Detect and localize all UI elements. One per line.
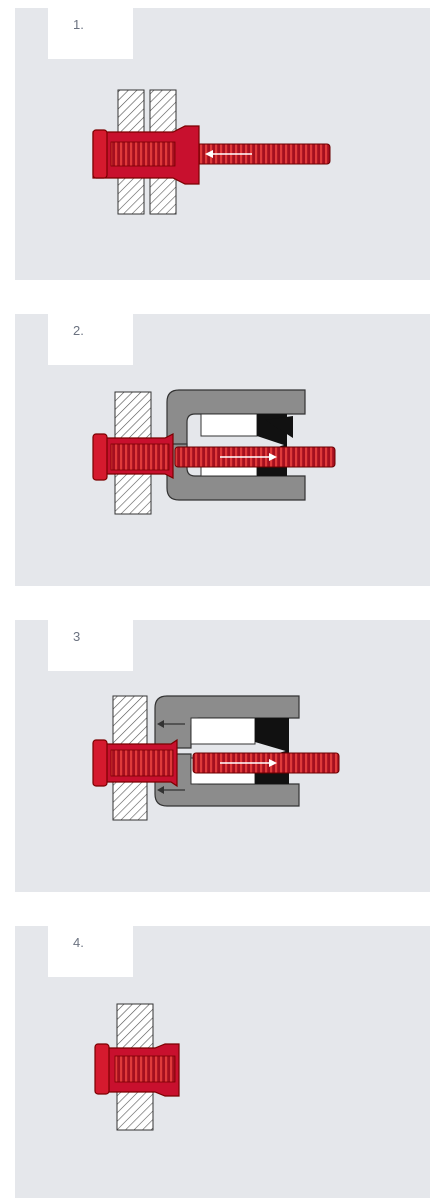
step-number: 3 [73, 629, 81, 644]
set-rivet-illustration [94, 1003, 180, 1131]
panel-divider [48, 894, 133, 895]
panel-divider [48, 282, 133, 283]
step-panel-1: 1. [15, 8, 430, 283]
step-label-box: 1. [48, 8, 133, 59]
rivet-setting-illustration [92, 695, 340, 821]
tool-engagement-illustration [92, 389, 336, 515]
step-label-box: 4. [48, 926, 133, 977]
step-number: 2. [73, 323, 84, 338]
step-label-box: 2. [48, 314, 133, 365]
panel-divider [48, 588, 133, 589]
rivet-insertion-illustration [92, 89, 331, 215]
step-panel-3: 3 [15, 620, 430, 895]
step-label-box: 3 [48, 620, 133, 671]
step-panel-2: 2. [15, 314, 430, 589]
step-panel-4: 4. [15, 926, 430, 1198]
step-number: 1. [73, 17, 84, 32]
step-number: 4. [73, 935, 84, 950]
